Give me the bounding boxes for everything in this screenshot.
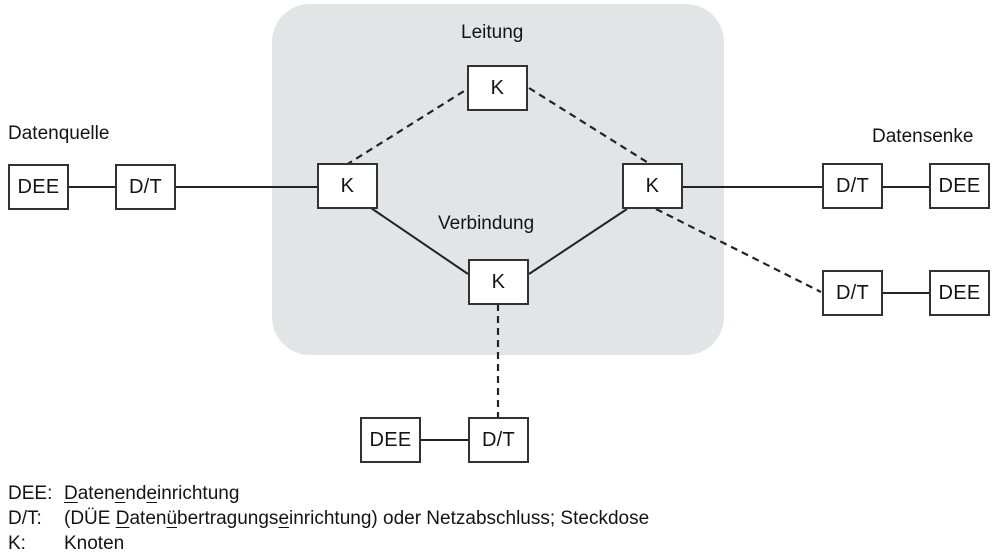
dashed-link-kleft-ktop [345, 87, 470, 166]
node-k-middle: K [468, 259, 529, 305]
network-cloud-shape [272, 4, 724, 355]
legend-row-dt: D/T: (DÜE Datenübertragungseinrichtung) … [8, 506, 649, 531]
label-datensenke: Datensenke [872, 126, 974, 147]
node-dt-right-upper: D/T [822, 163, 883, 209]
legend-abbr-dt: D/T: [8, 508, 42, 529]
node-k-top: K [467, 65, 528, 111]
node-dt-right-lower: D/T [822, 270, 883, 316]
label-datenquelle: Datenquelle [8, 123, 110, 144]
node-k-left: K [317, 163, 378, 209]
node-dee-left: DEE [8, 164, 69, 210]
node-dt-bottom: D/T [468, 417, 529, 463]
dashed-link-kright-dtrightlower [655, 208, 822, 293]
node-k-right: K [622, 163, 683, 209]
legend-abbr-k: K: [8, 533, 26, 554]
node-dee-right-upper: DEE [929, 163, 990, 209]
legend-row-dee: DEE: Datenendeinrichtung [8, 481, 649, 506]
label-verbindung: Verbindung [438, 213, 535, 234]
node-dee-right-lower: DEE [929, 270, 990, 316]
link-kmiddle-kright [528, 208, 628, 275]
legend-abbr-dee: DEE: [8, 483, 53, 504]
node-dee-bottom: DEE [360, 417, 421, 463]
legend-term-dee: Datenendeinrichtung [64, 483, 240, 504]
label-leitung: Leitung [461, 22, 524, 43]
legend-term-k: Knoten [64, 533, 125, 554]
legend-row-k: K: Knoten [8, 531, 649, 556]
link-kleft-kmiddle [370, 207, 469, 275]
legend: DEE: Datenendeinrichtung D/T: (DÜE Daten… [8, 481, 649, 556]
node-dt-left: D/T [115, 164, 176, 210]
legend-term-dt: (DÜE Datenübertragungseinrichtung) oder … [64, 508, 650, 529]
